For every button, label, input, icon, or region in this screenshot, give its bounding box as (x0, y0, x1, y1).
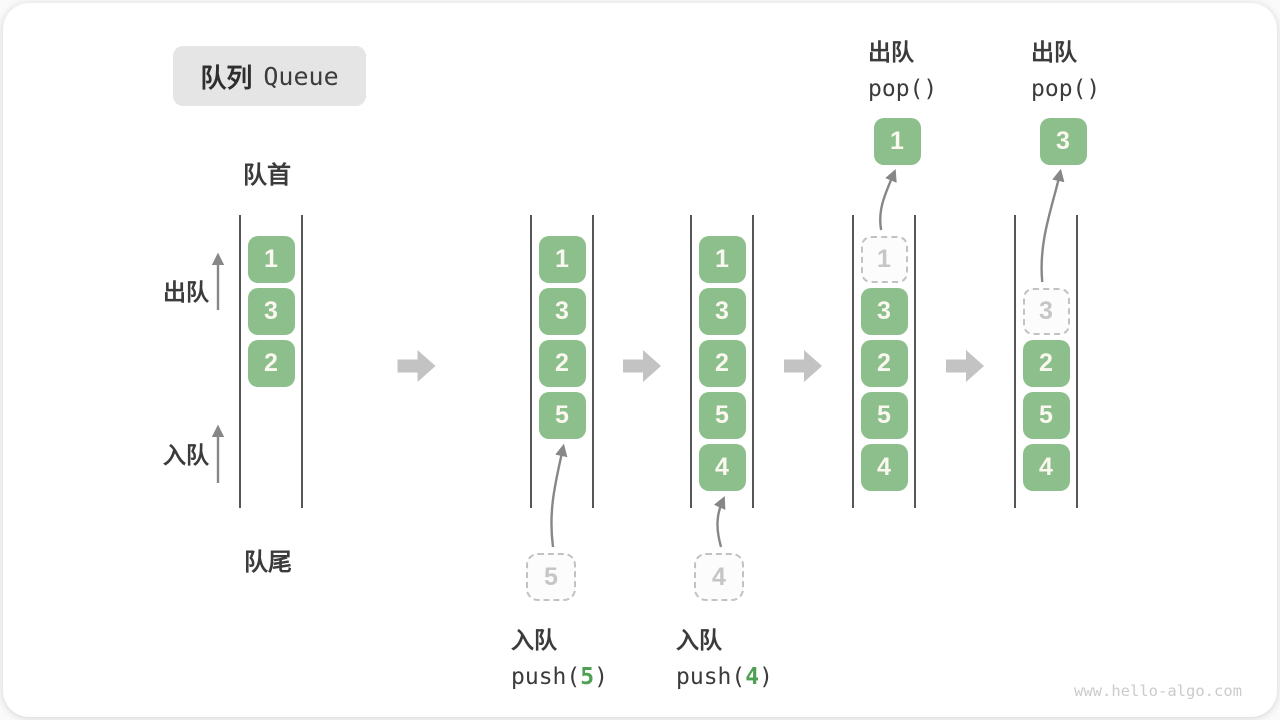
queue-cell: 2 (538, 340, 586, 387)
watermark: www.hello-algo.com (1074, 682, 1242, 700)
dequeue-side-label: 出队 (163, 279, 209, 305)
state-transition-arrow (946, 350, 984, 382)
enqueue-op-code: push(5) (511, 664, 608, 690)
popped-cell: 3 (1039, 118, 1087, 165)
queue-wall-line (239, 215, 241, 508)
queue-cell: 5 (1022, 392, 1070, 439)
queue-wall-line (1076, 215, 1078, 508)
dequeue-op-label: 出队 pop() (868, 33, 937, 102)
title-en: Queue (263, 61, 339, 91)
enqueue-op-label: 入队 push(4) (676, 621, 773, 690)
queue-wall-line (1014, 215, 1016, 508)
queue-cell: 5 (538, 392, 586, 439)
dequeue-op-label: 出队 pop() (1031, 33, 1100, 102)
pending-enqueue-cell: 5 (526, 553, 576, 601)
queue-wall-line (690, 215, 692, 508)
enqueue-side-label: 入队 (163, 442, 209, 468)
queue-cell: 1 (698, 236, 746, 283)
enqueue-op-zh: 入队 (676, 627, 722, 653)
queue-wall-line (914, 215, 916, 508)
dequeue-op-zh: 出队 (868, 39, 914, 65)
state-transition-arrow (784, 350, 822, 382)
queue-cell: 3 (698, 288, 746, 335)
queue-cell: 4 (1022, 444, 1070, 491)
queue-rear-label: 队尾 (244, 549, 292, 576)
diagram-canvas: 队列 Queue 队首 队尾 出队 入队 1 3 2 1 3 2 5 5 入队 push(5) 1 3… (3, 3, 1277, 717)
title-box: 队列 Queue (173, 46, 366, 106)
enqueue-op-zh: 入队 (511, 627, 557, 653)
title-zh: 队列 (200, 62, 253, 93)
queue-cell-removed: 3 (1022, 288, 1070, 335)
queue-cell: 4 (698, 444, 746, 491)
enqueue-op-num: 4 (745, 664, 760, 690)
queue-wall-line (530, 215, 532, 508)
enqueue-op-code: push(4) (676, 664, 773, 690)
queue-cell: 1 (247, 236, 295, 283)
state-transition-arrow (623, 350, 661, 382)
dequeue-op-code: pop() (1031, 76, 1101, 102)
queue-cell: 5 (860, 392, 908, 439)
queue-cell: 4 (860, 444, 908, 491)
pending-enqueue-cell: 4 (694, 553, 744, 601)
queue-wall-line (592, 215, 594, 508)
queue-wall-line (752, 215, 754, 508)
queue-wall-line (852, 215, 854, 508)
queue-cell: 1 (538, 236, 586, 283)
enqueue-op-num: 5 (580, 664, 595, 690)
queue-cell-removed: 1 (860, 236, 908, 283)
queue-cell: 2 (860, 340, 908, 387)
queue-cell: 2 (698, 340, 746, 387)
dequeue-op-code: pop() (868, 76, 938, 102)
dequeue-op-zh: 出队 (1031, 39, 1077, 65)
enqueue-op-label: 入队 push(5) (511, 621, 608, 690)
queue-cell: 3 (538, 288, 586, 335)
queue-cell: 3 (860, 288, 908, 335)
queue-wall-line (301, 215, 303, 508)
queue-cell: 5 (698, 392, 746, 439)
queue-cell: 2 (247, 340, 295, 387)
queue-front-label: 队首 (243, 162, 291, 189)
arrows-layer (211, 168, 1065, 548)
queue-cell: 3 (247, 288, 295, 335)
queue-cell: 2 (1022, 340, 1070, 387)
popped-cell: 1 (873, 118, 921, 165)
state-transition-arrow (397, 350, 436, 382)
